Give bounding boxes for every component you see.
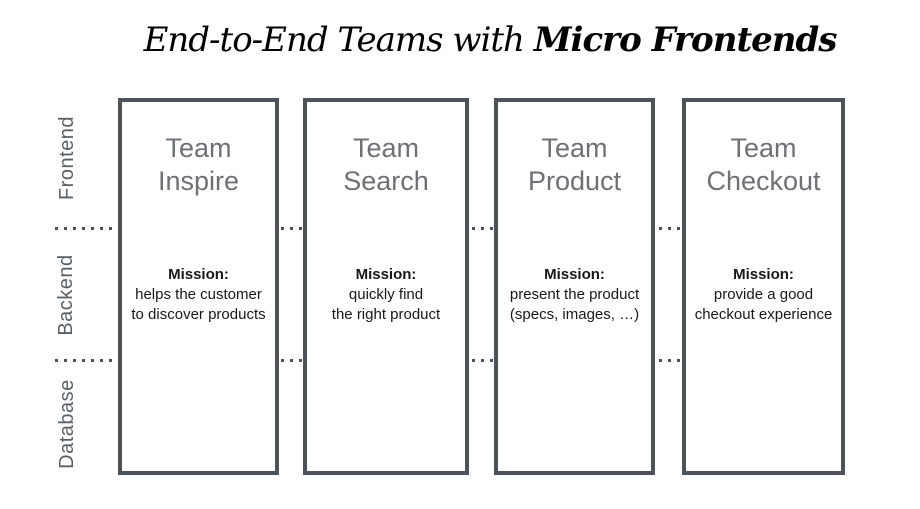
- frontend-backend-divider-gap-3: [659, 227, 682, 230]
- layer-label-backend: Backend: [55, 254, 77, 336]
- mission-label: Mission:: [355, 266, 417, 283]
- mission-text: present the product (specs, images, …): [509, 286, 640, 323]
- team-name: Team Checkout: [706, 133, 821, 196]
- layer-label-frontend: Frontend: [56, 115, 78, 201]
- frontend-backend-divider-gap-1: [281, 227, 303, 230]
- team-box-product: Team Product Mission: present the produc…: [494, 98, 655, 475]
- team-mission: Mission: quickly find the right product: [307, 265, 465, 325]
- team-mission: Mission: helps the customer to discover …: [122, 265, 275, 325]
- backend-database-divider-gap-1: [281, 359, 303, 362]
- mission-label: Mission:: [544, 266, 605, 283]
- diagram-title-emphasis: Micro Frontends: [533, 20, 838, 60]
- backend-database-divider-gap-2: [472, 359, 494, 362]
- mission-label: Mission:: [733, 266, 794, 283]
- team-name: Team Inspire: [157, 133, 240, 196]
- frontend-backend-divider-gap-2: [472, 227, 494, 230]
- mission-text: provide a good checkout experience: [694, 286, 833, 323]
- team-name: Team Search: [343, 133, 429, 196]
- team-box-inspire: Team Inspire Mission: helps the customer…: [118, 98, 279, 475]
- team-box-search: Team Search Mission: quickly find the ri…: [303, 98, 469, 475]
- team-box-checkout: Team Checkout Mission: provide a good ch…: [682, 98, 845, 475]
- mission-label: Mission:: [168, 266, 229, 283]
- mission-text: helps the customer to discover products: [131, 286, 266, 323]
- team-mission: Mission: provide a good checkout experie…: [686, 265, 841, 325]
- backend-database-divider-left: [55, 359, 118, 362]
- frontend-backend-divider-left: [55, 227, 118, 230]
- mission-text: quickly find the right product: [331, 286, 441, 323]
- backend-database-divider-gap-3: [659, 359, 682, 362]
- team-name: Team Product: [527, 133, 622, 196]
- team-mission: Mission: present the product (specs, ima…: [498, 265, 651, 325]
- layer-label-database: Database: [56, 379, 78, 469]
- diagram-title-regular: End-to-End Teams with: [143, 20, 525, 60]
